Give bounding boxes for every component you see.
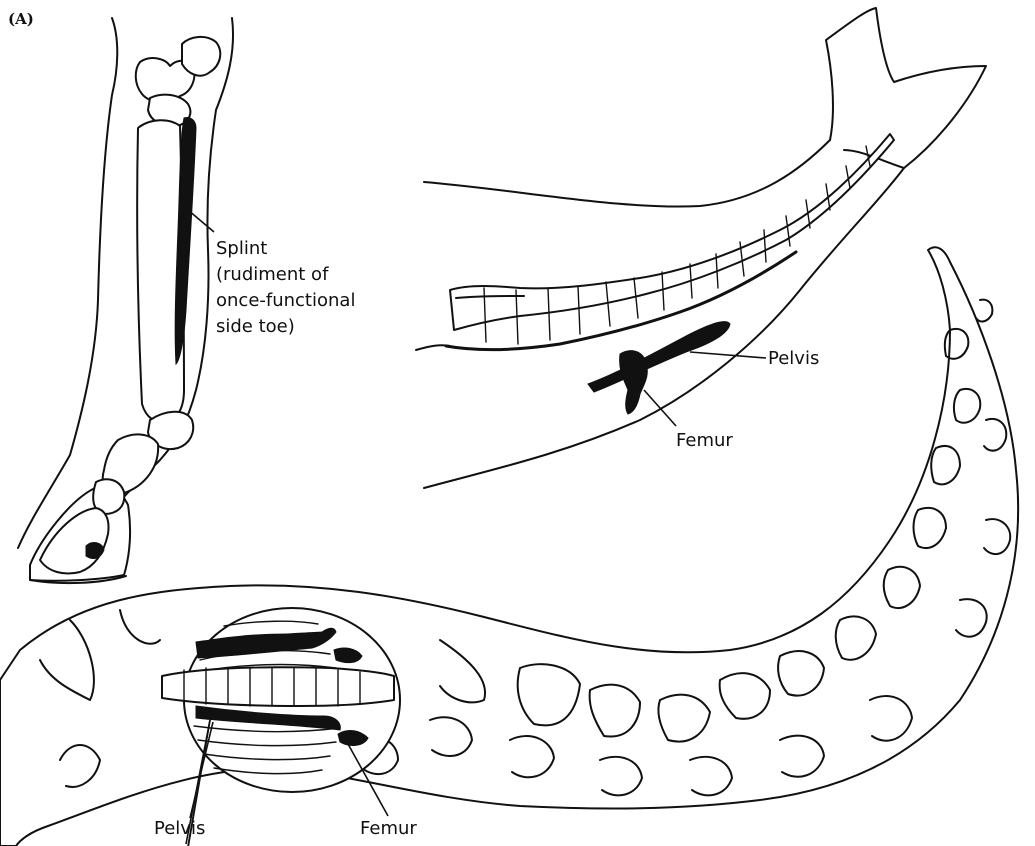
splint-label-line-2: (rudiment of [216,264,329,285]
whale-drawing [416,8,986,488]
splint-label-line-3: once-functional [216,290,355,311]
splint-label-line-4: side toe) [216,316,295,337]
whale-femur [620,351,648,414]
snake-pelvis-label: Pelvis [154,818,205,839]
snake-femur-label: Femur [360,818,417,839]
whale-femur-label: Femur [676,430,733,451]
whale-pelvis-label: Pelvis [768,348,819,369]
panel-label: (A) [8,10,34,28]
splint-callout: Splint (rudiment of once-functional side… [188,210,355,337]
splint-label-line-1: Splint [216,238,267,259]
horse-leg-drawing [18,18,233,583]
